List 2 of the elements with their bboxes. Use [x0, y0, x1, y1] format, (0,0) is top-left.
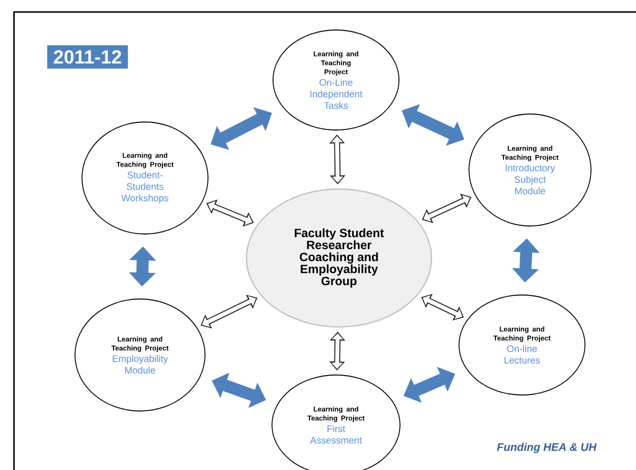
year-box: 2011-12 — [47, 45, 128, 69]
funding-note: Funding HEA & UH — [497, 442, 597, 454]
